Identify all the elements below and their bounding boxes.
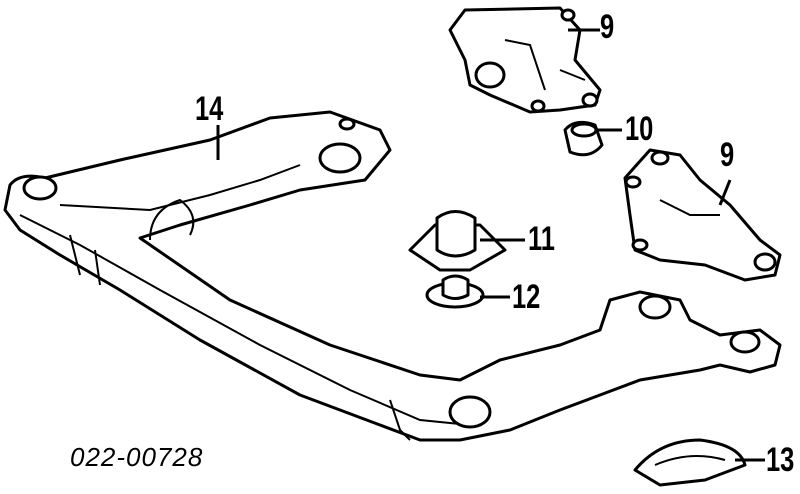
cover-13 xyxy=(633,438,747,487)
callout-9-lower: 9 xyxy=(720,136,735,174)
callout-10: 10 xyxy=(625,110,654,148)
subframe-part-14 xyxy=(3,110,782,442)
mount-11 xyxy=(408,210,507,272)
reference-code: 022-00728 xyxy=(70,442,204,472)
mount-12 xyxy=(425,274,485,309)
callout-9-upper: 9 xyxy=(600,8,615,46)
engine-mount-9-upper xyxy=(448,6,602,114)
engine-mount-9-lower xyxy=(623,148,782,282)
leader-lines xyxy=(216,28,765,462)
callout-14: 14 xyxy=(195,90,224,128)
callout-12: 12 xyxy=(512,278,541,316)
callout-11: 11 xyxy=(528,220,555,258)
bushing-10 xyxy=(563,120,604,157)
callout-13: 13 xyxy=(766,441,795,479)
